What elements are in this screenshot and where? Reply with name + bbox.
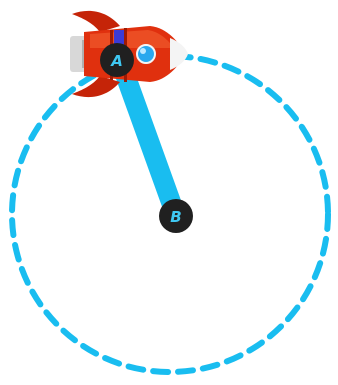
point-a-label: A xyxy=(110,52,123,70)
radius-arm xyxy=(122,66,176,216)
point-a[interactable]: A xyxy=(100,43,134,77)
point-b-label: B xyxy=(170,208,181,226)
point-b[interactable]: B xyxy=(159,199,193,233)
